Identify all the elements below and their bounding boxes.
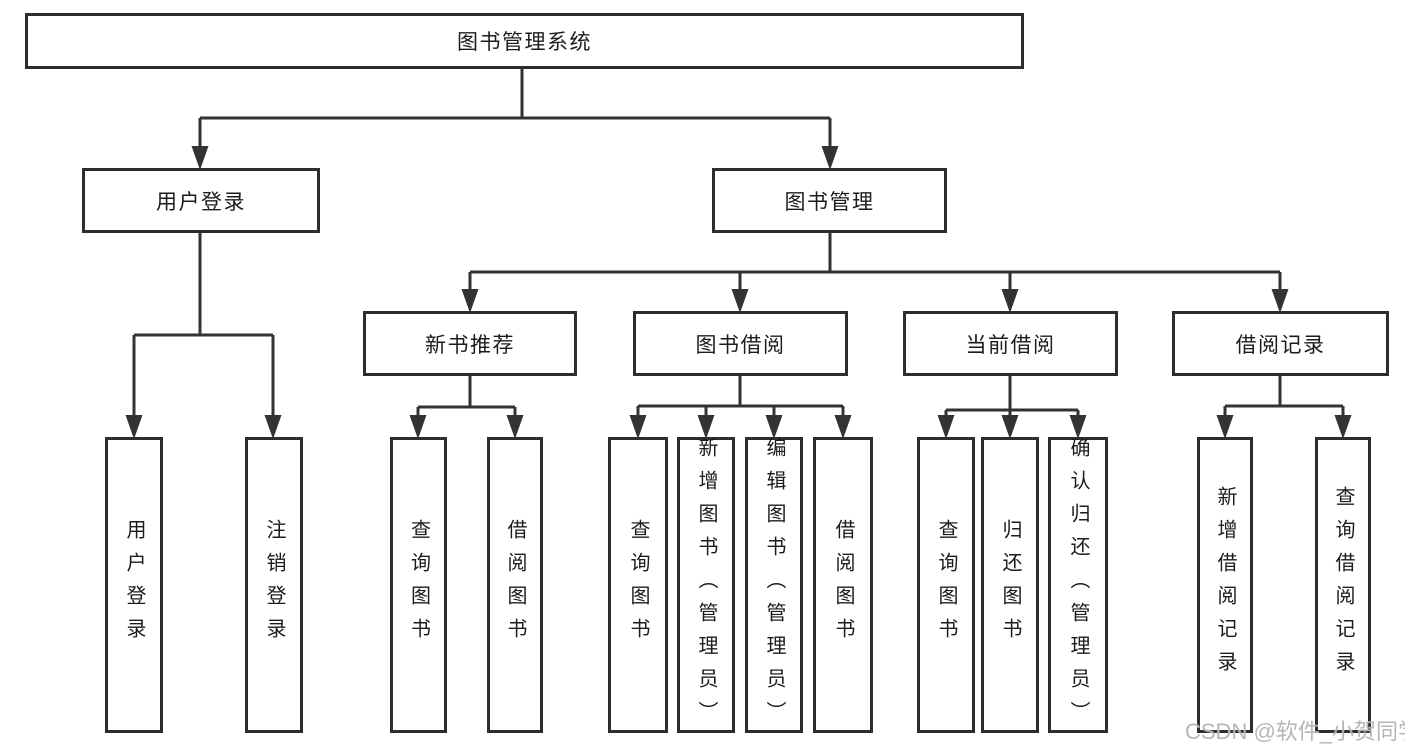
leaf-record-new-borrow-record: 新增借阅记录 — [1197, 437, 1253, 733]
node-label: 用户登录 — [123, 519, 145, 651]
leaf-record-query-borrow-record: 查询借阅记录 — [1315, 437, 1371, 733]
node-current-borrow: 当前借阅 — [903, 311, 1118, 376]
node-label: 新增借阅记录 — [1214, 486, 1236, 684]
node-root-library-management-system: 图书管理系统 — [25, 13, 1024, 69]
leaf-borrow-edit-book-admin: 编辑图书（管理员） — [745, 436, 803, 734]
leaf-recommend-borrow-book: 借阅图书 — [487, 437, 543, 733]
leaf-user-login: 用户登录 — [105, 437, 163, 733]
csdn-watermark: CSDN @软件_小贺同学 — [1185, 719, 1405, 744]
leaf-borrow-add-book-admin: 新增图书（管理员） — [677, 436, 735, 734]
node-book-management: 图书管理 — [712, 168, 947, 233]
node-book-borrow: 图书借阅 — [633, 311, 848, 376]
node-label: 查询图书 — [407, 519, 430, 651]
leaf-current-confirm-return-admin: 确认归还（管理员） — [1048, 436, 1108, 734]
node-label: 编辑图书（管理员） — [763, 436, 785, 734]
node-label: 归还图书 — [999, 519, 1021, 651]
node-label: 图书借阅 — [695, 333, 786, 357]
node-label: 用户登录 — [156, 190, 246, 214]
node-user-login: 用户登录 — [82, 168, 320, 233]
node-label: 图书管理系统 — [457, 31, 592, 54]
leaf-borrow-borrow-book: 借阅图书 — [813, 437, 873, 733]
node-label: 图书管理 — [784, 190, 875, 214]
node-borrow-record: 借阅记录 — [1172, 311, 1389, 376]
node-label: 新书推荐 — [425, 333, 515, 357]
leaf-borrow-query-book: 查询图书 — [608, 437, 668, 733]
node-label: 借阅图书 — [832, 519, 854, 651]
leaf-recommend-query-book: 查询图书 — [390, 437, 447, 733]
node-label: 查询图书 — [935, 519, 957, 651]
leaf-logout: 注销登录 — [245, 437, 303, 733]
node-label: 新增图书（管理员） — [695, 436, 717, 734]
node-label: 借阅图书 — [504, 519, 526, 651]
node-label: 注销登录 — [263, 519, 285, 651]
leaf-current-return-book: 归还图书 — [981, 437, 1039, 733]
node-label: 借阅记录 — [1235, 333, 1326, 357]
leaf-current-query-book: 查询图书 — [917, 437, 975, 733]
node-label: 当前借阅 — [965, 333, 1056, 357]
node-label: 查询借阅记录 — [1332, 486, 1354, 684]
node-new-book-recommend: 新书推荐 — [363, 311, 577, 376]
node-label: 确认归还（管理员） — [1067, 436, 1089, 734]
node-label: 查询图书 — [627, 519, 649, 651]
